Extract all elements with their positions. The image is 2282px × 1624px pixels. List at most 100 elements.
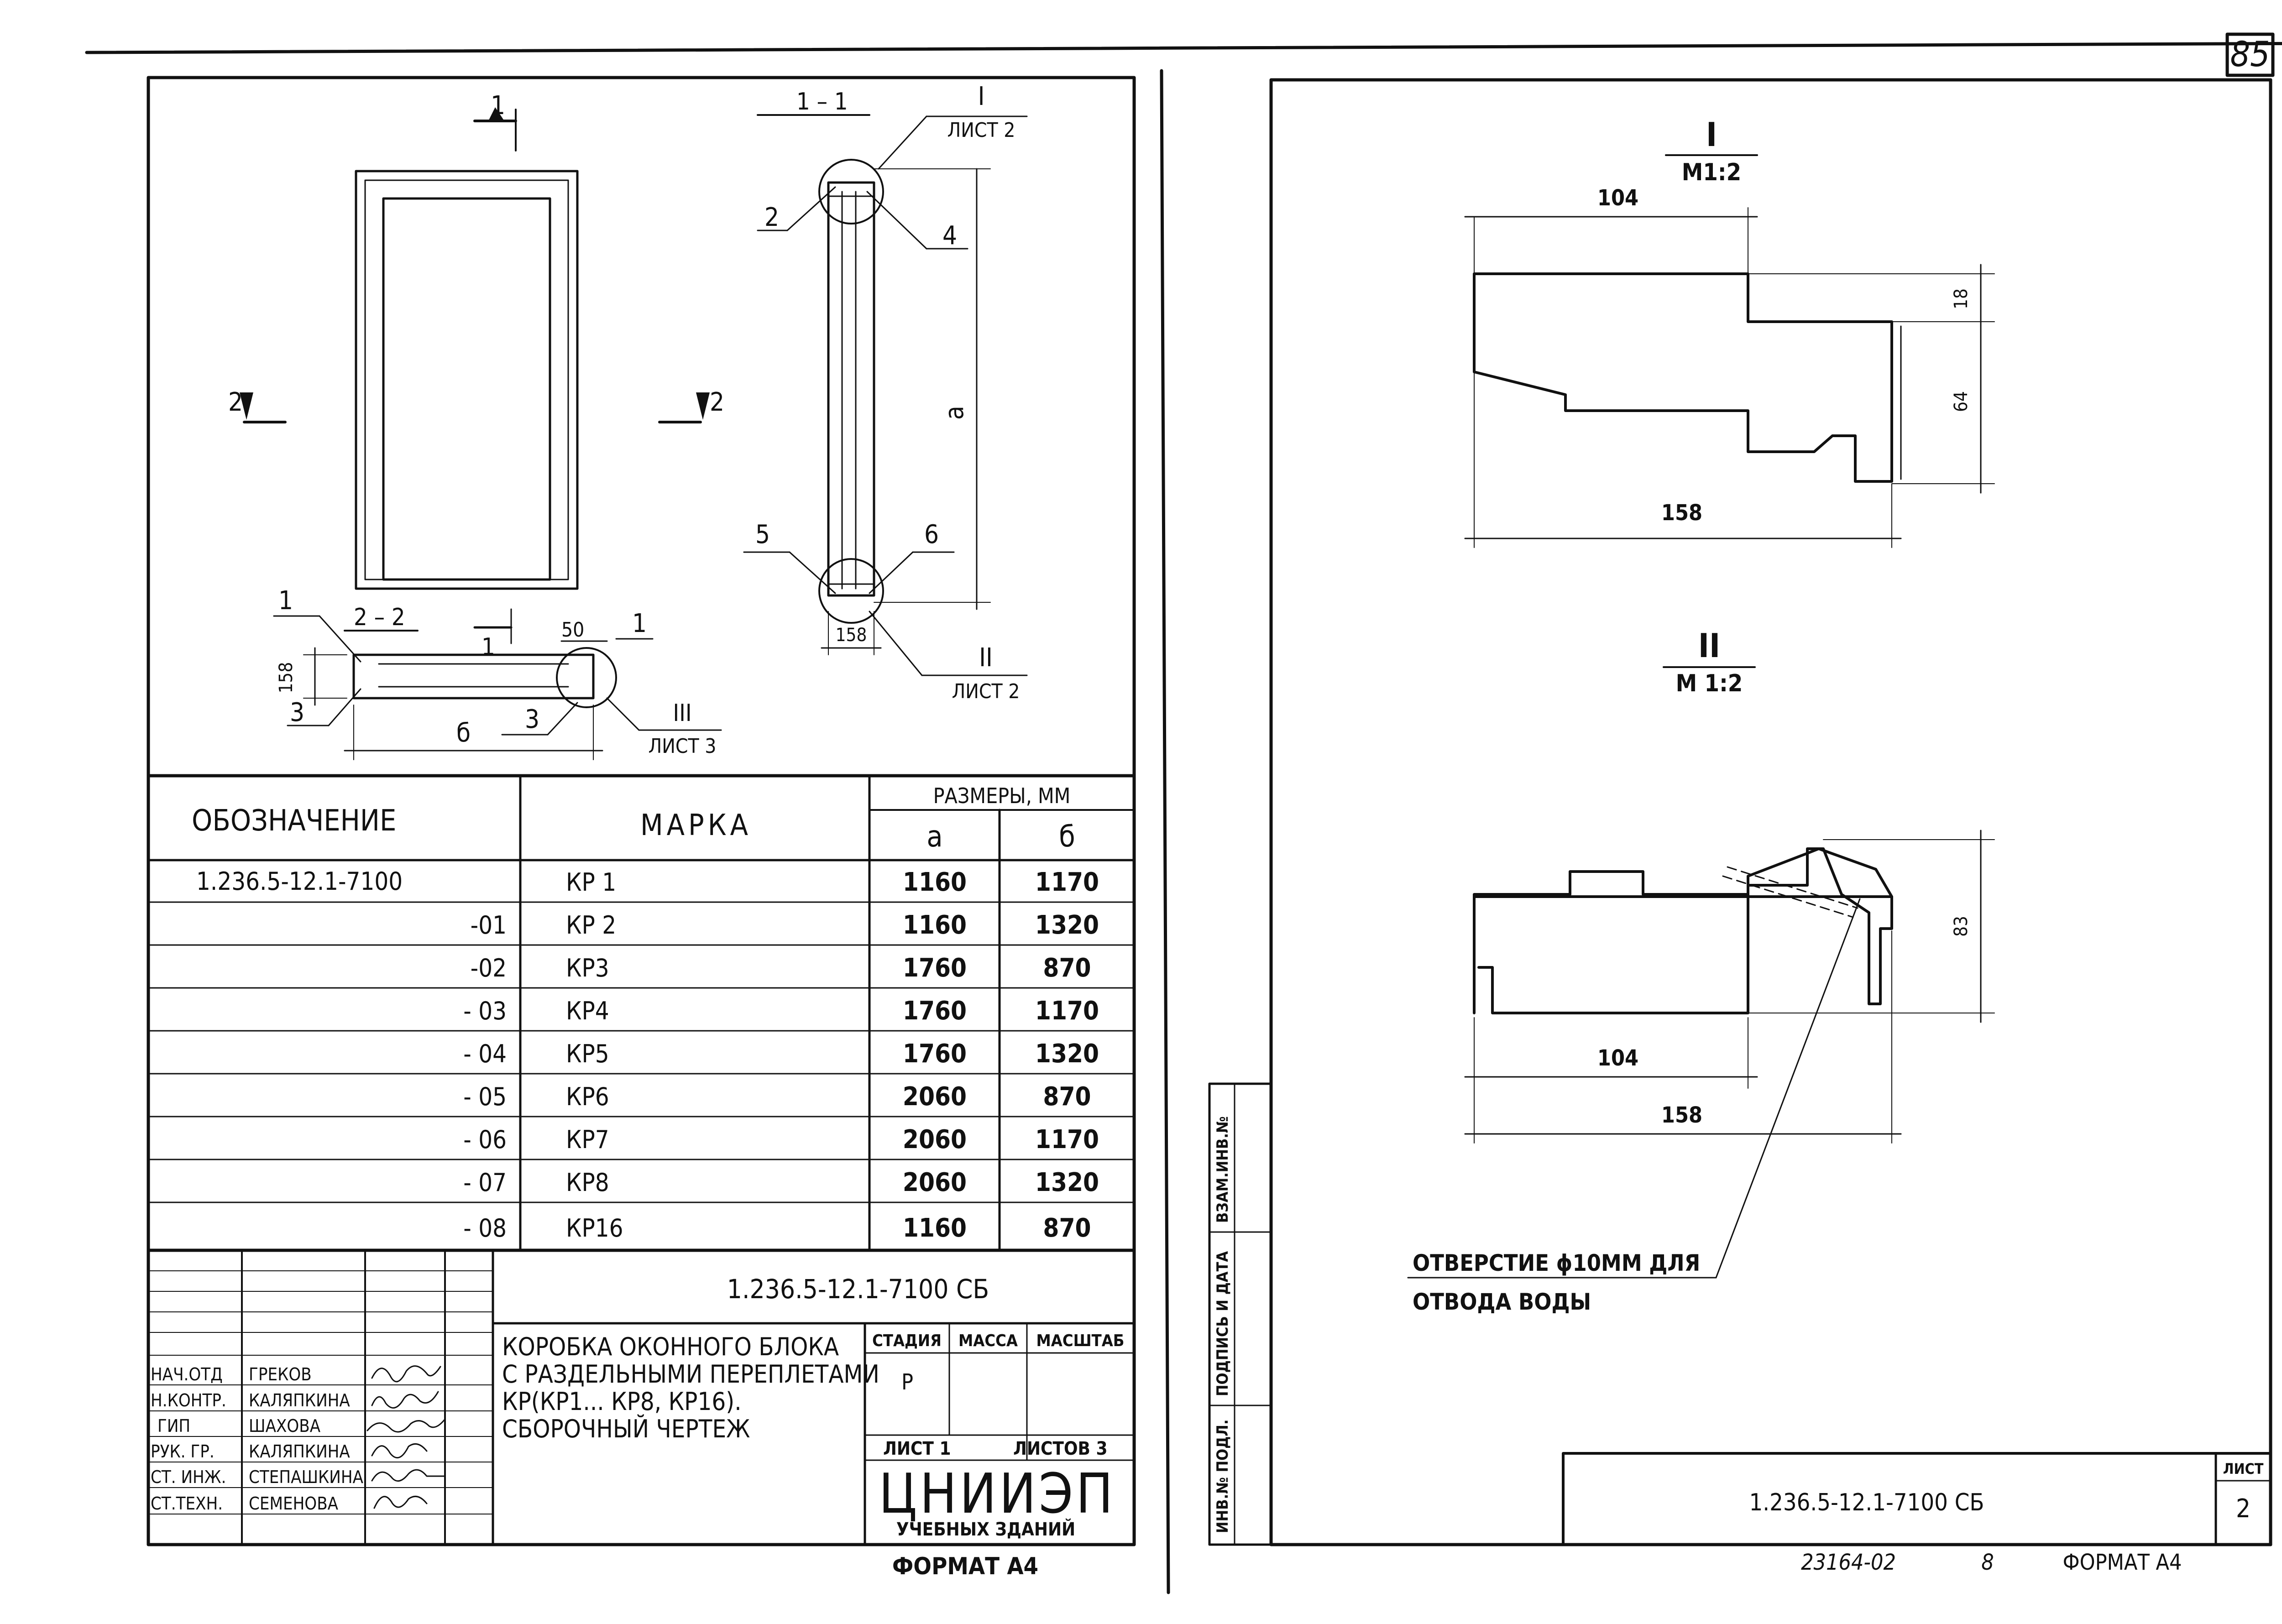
callout-3-left: 3: [290, 698, 304, 727]
node-ref-2-sheet: ЛИСТ 2: [952, 680, 1020, 703]
table-row: - 08 КР16 1160 870: [463, 1213, 1091, 1243]
node-1-scale: М1:2: [1682, 159, 1741, 186]
size-a-cell: 2060: [903, 1168, 967, 1197]
mass-label: МАССА: [958, 1332, 1018, 1350]
cut-mark-2-left: 2: [228, 387, 243, 417]
size-a-cell: 1760: [903, 1039, 967, 1069]
node-circle-3: [556, 647, 617, 708]
designation-cell: -02: [471, 954, 507, 982]
person-name: СТЕПАШКИНА: [249, 1467, 364, 1487]
sheet-label: ЛИСТ 1: [883, 1438, 951, 1459]
dim-158-section: 158: [836, 625, 867, 646]
size-b-cell: 1320: [1035, 1168, 1099, 1197]
drain-hole-note-1: ОТВЕРСТИЕ ϕ10ММ ДЛЯ: [1413, 1250, 1700, 1276]
left-sheet: 1 2 2 1 – 1 a: [147, 76, 1136, 1580]
col-header-a: а: [926, 820, 942, 854]
person-role: СТ. ИНЖ.: [151, 1467, 226, 1487]
size-b-cell: 870: [1043, 1213, 1091, 1243]
mark-cell: КР 2: [566, 911, 616, 940]
node-ref-3-num: III: [673, 700, 691, 727]
node-2-dim-104: 104: [1597, 1045, 1638, 1071]
person-role: ГИП: [157, 1416, 190, 1436]
col-header-mark: МАРКА: [640, 809, 752, 842]
table-row: -02 КР3 1760 870: [471, 953, 1091, 983]
node-1-dim-64: 64: [1951, 391, 1972, 412]
signatures: [366, 1365, 446, 1509]
size-a-cell: 2060: [903, 1082, 967, 1112]
node-2-dim-158: 158: [1661, 1102, 1702, 1128]
person-name: ШАХОВА: [249, 1416, 321, 1436]
section-2-2-label: 2 – 2: [354, 604, 405, 631]
node-circle-2: [818, 558, 884, 624]
doc-code-right: 1.236.5-12.1-7100 СБ: [1749, 1489, 1984, 1516]
mark-cell: КР5: [566, 1039, 609, 1068]
callout-6: 6: [924, 520, 939, 549]
node-2-scale: М 1:2: [1676, 670, 1743, 697]
org-name: ЦНИИЭП: [879, 1462, 1115, 1526]
callout-1-left: 1: [278, 586, 293, 616]
title-block: 1.236.5-12.1-7100 СБ КОРОБКА ОКОННОГО БЛ…: [148, 1249, 1136, 1546]
callout-3-bottom: 3: [525, 705, 539, 734]
person-role: НАЧ.ОТД: [151, 1364, 223, 1384]
callout-4: 4: [942, 221, 957, 251]
cut-mark-1-bottom: 1: [482, 633, 495, 661]
table-row: -01 КР 2 1160 1320: [471, 910, 1099, 940]
size-b-cell: 1320: [1035, 1039, 1099, 1069]
node-ref-1-sheet: ЛИСТ 2: [947, 119, 1015, 142]
right-sheet: I М1:2 104 158 18 64 II М 1:2: [1208, 78, 2272, 1575]
sheet-label-right: ЛИСТ: [2223, 1460, 2264, 1478]
size-a-cell: 2060: [903, 1125, 967, 1154]
node-II: II М 1:2 104 158 83 ОТВЕРСТИЕ: [1407, 627, 1995, 1315]
person-name: КАЛЯПКИНА: [249, 1390, 350, 1410]
sheets-label: ЛИСТОВ 3: [1013, 1438, 1108, 1459]
size-b-cell: 1170: [1035, 867, 1099, 897]
table-row: - 07 КР8 2060 1320: [463, 1168, 1099, 1197]
node-1-dim-18: 18: [1951, 288, 1972, 309]
page-number: 85: [2230, 34, 2270, 74]
org-subtitle: УЧЕБНЫХ ЗДАНИЙ: [896, 1518, 1075, 1540]
node-circle-1: [818, 159, 884, 225]
node-2-slope: [1747, 847, 1893, 898]
stamp-replaced-inv: ВЗАМ.ИНВ.№: [1214, 1116, 1232, 1223]
node-2-profile-right: [1473, 847, 1893, 1005]
size-b-cell: 870: [1043, 953, 1091, 983]
scale-label: МАСШТАБ: [1036, 1332, 1125, 1350]
designation-cell: - 05: [463, 1082, 507, 1111]
dim-158-left: 158: [276, 662, 297, 694]
right-title-strip: 1.236.5-12.1-7100 СБ ЛИСТ 2: [1562, 1452, 2272, 1546]
col-header-b: б: [1059, 820, 1075, 854]
size-b-cell: 870: [1043, 1082, 1091, 1112]
col-header-sizes: РАЗМЕРЫ, ММ: [933, 783, 1071, 808]
node-2-profile-left: [1473, 895, 1749, 1014]
designation-cell: - 06: [463, 1125, 507, 1154]
bottom-code: 23164-02: [1801, 1550, 1896, 1575]
person-name: КАЛЯПКИНА: [249, 1441, 350, 1462]
node-1-number: I: [1706, 115, 1717, 154]
stage-label: СТАДИЯ: [872, 1332, 942, 1350]
dim-a: a: [940, 406, 969, 420]
designation-cell: 1.236.5-12.1-7100: [196, 867, 403, 896]
node-I: I М1:2 104 158 18 64: [1464, 115, 1995, 548]
size-a-cell: 1160: [903, 867, 967, 897]
side-stamp: ИНВ.№ ПОДЛ. ПОДПИСЬ И ДАТА ВЗАМ.ИНВ.№: [1208, 1082, 1272, 1546]
title-line-2: С РАЗДЕЛЬНЫМИ ПЕРЕПЛЕТАМИ: [502, 1360, 879, 1389]
bottom-num: 8: [1981, 1550, 1994, 1575]
spec-table: ОБОЗНАЧЕНИЕ МАРКА РАЗМЕРЫ, ММ а б 1.236.…: [147, 774, 1136, 1252]
section-1-1-label: 1 – 1: [796, 88, 848, 115]
mark-cell: КР8: [566, 1168, 609, 1197]
mark-cell: КР4: [566, 997, 609, 1025]
designation-cell: - 08: [463, 1214, 507, 1243]
callout-2: 2: [764, 203, 779, 232]
drain-hole-note-2: ОТВОДА ВОДЫ: [1413, 1289, 1591, 1315]
table-row: - 06 КР7 2060 1170: [463, 1125, 1099, 1154]
size-a-cell: 1760: [903, 953, 967, 983]
node-ref-2-num: II: [979, 643, 993, 673]
size-b-cell: 1170: [1035, 996, 1099, 1026]
mark-cell: КР7: [566, 1125, 609, 1154]
people-list: НАЧ.ОТД ГРЕКОВ Н.КОНТР. КАЛЯПКИНА ГИП ША…: [151, 1364, 364, 1514]
mark-cell: КР6: [566, 1082, 609, 1111]
node-1-profile: [1473, 272, 1893, 483]
doc-code-left: 1.236.5-12.1-7100 СБ: [727, 1274, 989, 1305]
person-role: РУК. ГР.: [151, 1441, 215, 1462]
